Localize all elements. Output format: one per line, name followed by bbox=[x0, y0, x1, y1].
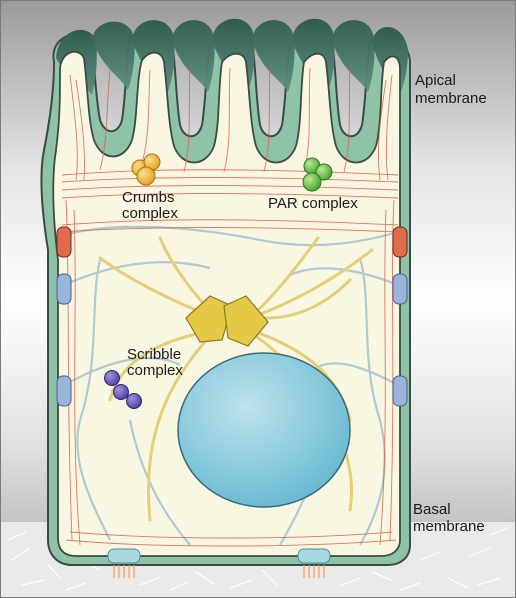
par-complex-label: PAR complex bbox=[268, 195, 358, 212]
centrosome bbox=[185, 295, 269, 347]
crumbs-complex-label-line2: complex bbox=[122, 205, 178, 222]
crumbs-complex-icon bbox=[131, 153, 161, 186]
scribble-complex-label-line1: Scribble bbox=[127, 346, 181, 363]
crumbs-complex-label-line1: Crumbs bbox=[122, 189, 175, 206]
hemidesmosomes bbox=[107, 548, 331, 578]
actin-filaments bbox=[61, 67, 399, 547]
nucleus bbox=[177, 352, 351, 508]
basal-membrane-label-line1: Basal bbox=[413, 501, 451, 518]
apical-membrane-label-line2: membrane bbox=[415, 90, 487, 107]
basal-membrane-label-line2: membrane bbox=[413, 518, 485, 535]
tight-junctions bbox=[56, 226, 408, 258]
par-complex-icon bbox=[302, 157, 333, 192]
adherens-junctions bbox=[56, 273, 408, 407]
scribble-complex-label-line2: complex bbox=[127, 362, 183, 379]
apical-membrane-label-line1: Apical bbox=[415, 72, 456, 89]
scribble-complex-icon bbox=[104, 370, 142, 409]
